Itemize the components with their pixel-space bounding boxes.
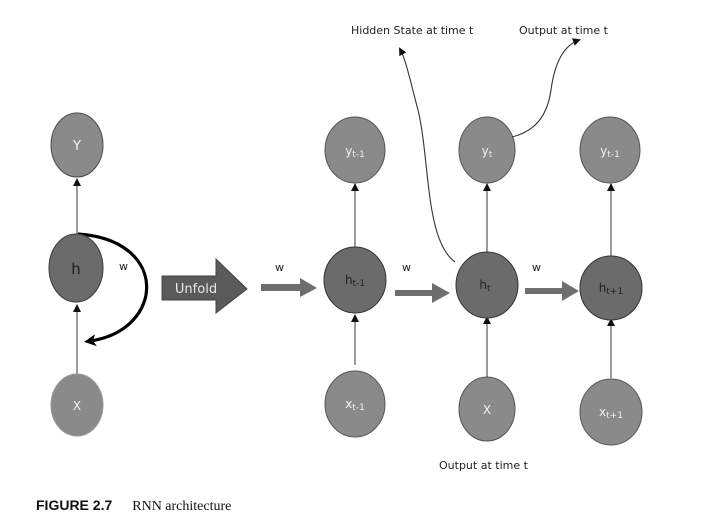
output-label-1: yt (482, 144, 493, 160)
figure-caption: FIGURE 2.7 RNN architecture (36, 497, 231, 515)
output-node-1 (458, 116, 516, 184)
folded-input-label: X (73, 399, 81, 413)
folded-hidden-node (48, 233, 104, 303)
output-label-0: yt-1 (345, 144, 365, 160)
input-label-0: xt-1 (345, 397, 365, 413)
hidden-label-1: ht (479, 278, 491, 294)
folded-hidden-label: h (71, 260, 81, 278)
annotation-hidden-state: Hidden State at time t (351, 24, 474, 37)
unfold-arrow: Unfold (161, 257, 248, 315)
weight-label-2: w (532, 261, 541, 274)
output-node-0 (324, 116, 386, 184)
weight-label-0: w (275, 261, 284, 274)
weight-arrow-1: w (395, 261, 450, 303)
timestep-1: yt ht X (455, 116, 519, 442)
folded-rnn: w Y h X (48, 112, 149, 437)
input-node-2 (579, 378, 643, 446)
folded-output-node (50, 112, 104, 178)
input-label-1: X (483, 403, 491, 417)
hidden-label-2: ht+1 (599, 281, 623, 297)
output-label-2: yt-1 (600, 144, 620, 160)
timestep-0: yt-1 ht-1 xt-1 (323, 116, 387, 438)
hidden-node-1 (455, 251, 519, 319)
folded-input-node (50, 373, 104, 437)
hidden-label-0: ht-1 (345, 273, 365, 289)
input-node-1 (458, 376, 516, 442)
hidden-node-2 (579, 255, 643, 321)
hidden-state-pointer (399, 47, 456, 263)
figure-title: RNN architecture (132, 499, 232, 514)
output-node-2 (579, 116, 641, 184)
annotation-output-bottom: Output at time t (439, 459, 529, 472)
input-label-2: xt+1 (599, 405, 623, 421)
input-node-0 (324, 370, 386, 438)
recurrent-loop-arrow (77, 232, 149, 347)
weight-label-1: w (402, 261, 411, 274)
unfolded-rnn: w w w yt-1 ht-1 xt-1 yt ht (261, 24, 643, 472)
hidden-node-0 (323, 246, 387, 314)
weight-arrow-0: w (261, 261, 317, 297)
recurrent-weight-label: w (119, 260, 128, 273)
folded-output-label: Y (72, 139, 81, 154)
annotation-output-top: Output at time t (519, 24, 609, 37)
output-pointer (511, 38, 581, 138)
timestep-2: yt-1 ht+1 xt+1 (579, 116, 643, 446)
weight-arrow-2: w (525, 261, 579, 301)
unfold-label: Unfold (175, 282, 217, 297)
figure-number: FIGURE 2.7 (36, 497, 113, 513)
